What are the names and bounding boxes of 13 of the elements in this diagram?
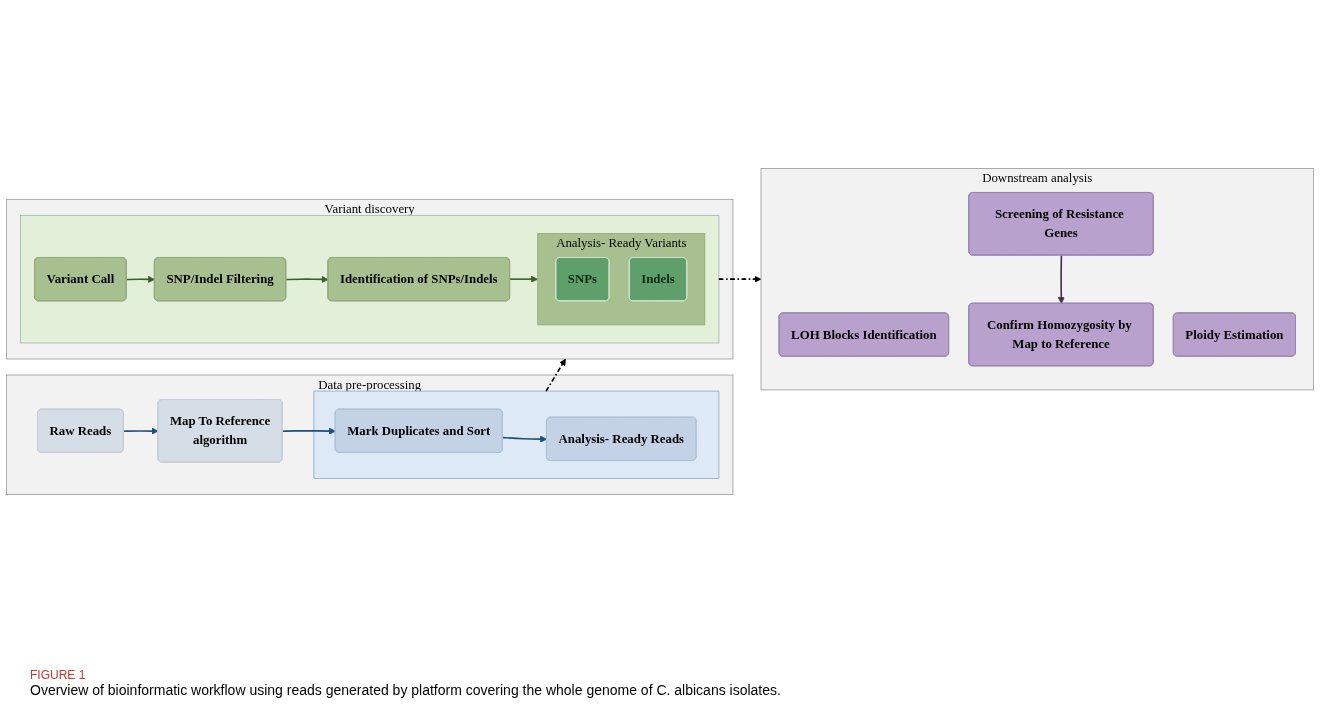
arrow (125, 276, 156, 284)
arrow (281, 428, 336, 436)
arrow (508, 276, 539, 284)
caption: Overview of bioinformatic workflow using reads generated by platform covering the whole genome of C. albicans isolates. (30, 682, 782, 698)
arrow (501, 436, 548, 444)
arrow (122, 428, 159, 436)
arrow (1057, 255, 1065, 305)
arrow (545, 359, 566, 393)
figure-label: FIGURE 1 (30, 668, 87, 682)
cluster (20, 215, 720, 344)
arrow (285, 276, 329, 284)
cluster (313, 391, 720, 480)
arrow (718, 276, 762, 284)
